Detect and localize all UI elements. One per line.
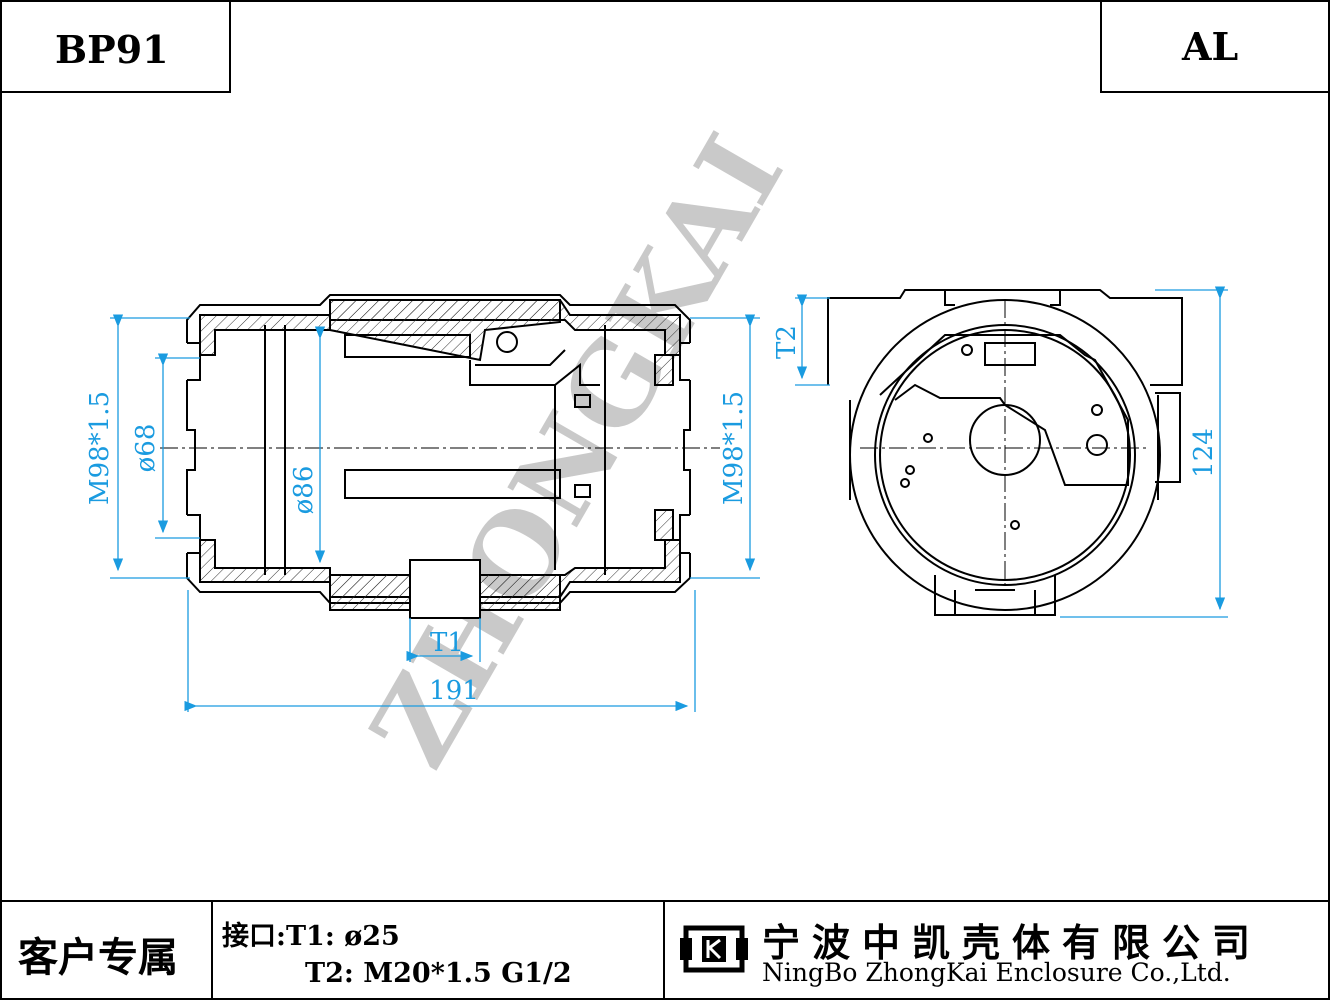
section-dimensions bbox=[110, 314, 760, 712]
dim-d68: ø68 bbox=[131, 424, 161, 473]
material-code: AL bbox=[1182, 24, 1239, 69]
dim-t2: T2 bbox=[772, 325, 802, 359]
ports-line2: T2: M20*1.5 G1/2 bbox=[305, 958, 572, 989]
company-name-cn: 宁波中凯壳体有限公司 bbox=[762, 920, 1263, 965]
section-view bbox=[160, 294, 720, 619]
model-cell bbox=[0, 0, 231, 93]
dim-t1: T1 bbox=[430, 628, 464, 658]
customer-label: 客户专属 bbox=[18, 934, 178, 981]
dim-height: 124 bbox=[1189, 428, 1219, 478]
company-name-en: NingBo ZhongKai Enclosure Co.,Ltd. bbox=[762, 958, 1231, 987]
dim-right-thread: M98*1.5 bbox=[719, 391, 749, 505]
company-logo bbox=[680, 925, 748, 973]
dim-d86: ø86 bbox=[289, 466, 319, 515]
material-cell bbox=[1100, 0, 1330, 93]
end-view bbox=[827, 289, 1183, 616]
model-code: BP91 bbox=[55, 27, 169, 72]
ports-line1: 接口:T1: ø25 bbox=[222, 921, 400, 952]
end-dimensions bbox=[795, 286, 1228, 618]
dim-left-thread: M98*1.5 bbox=[85, 391, 115, 505]
ports-cell bbox=[211, 900, 665, 1000]
dim-length: 191 bbox=[429, 676, 479, 706]
